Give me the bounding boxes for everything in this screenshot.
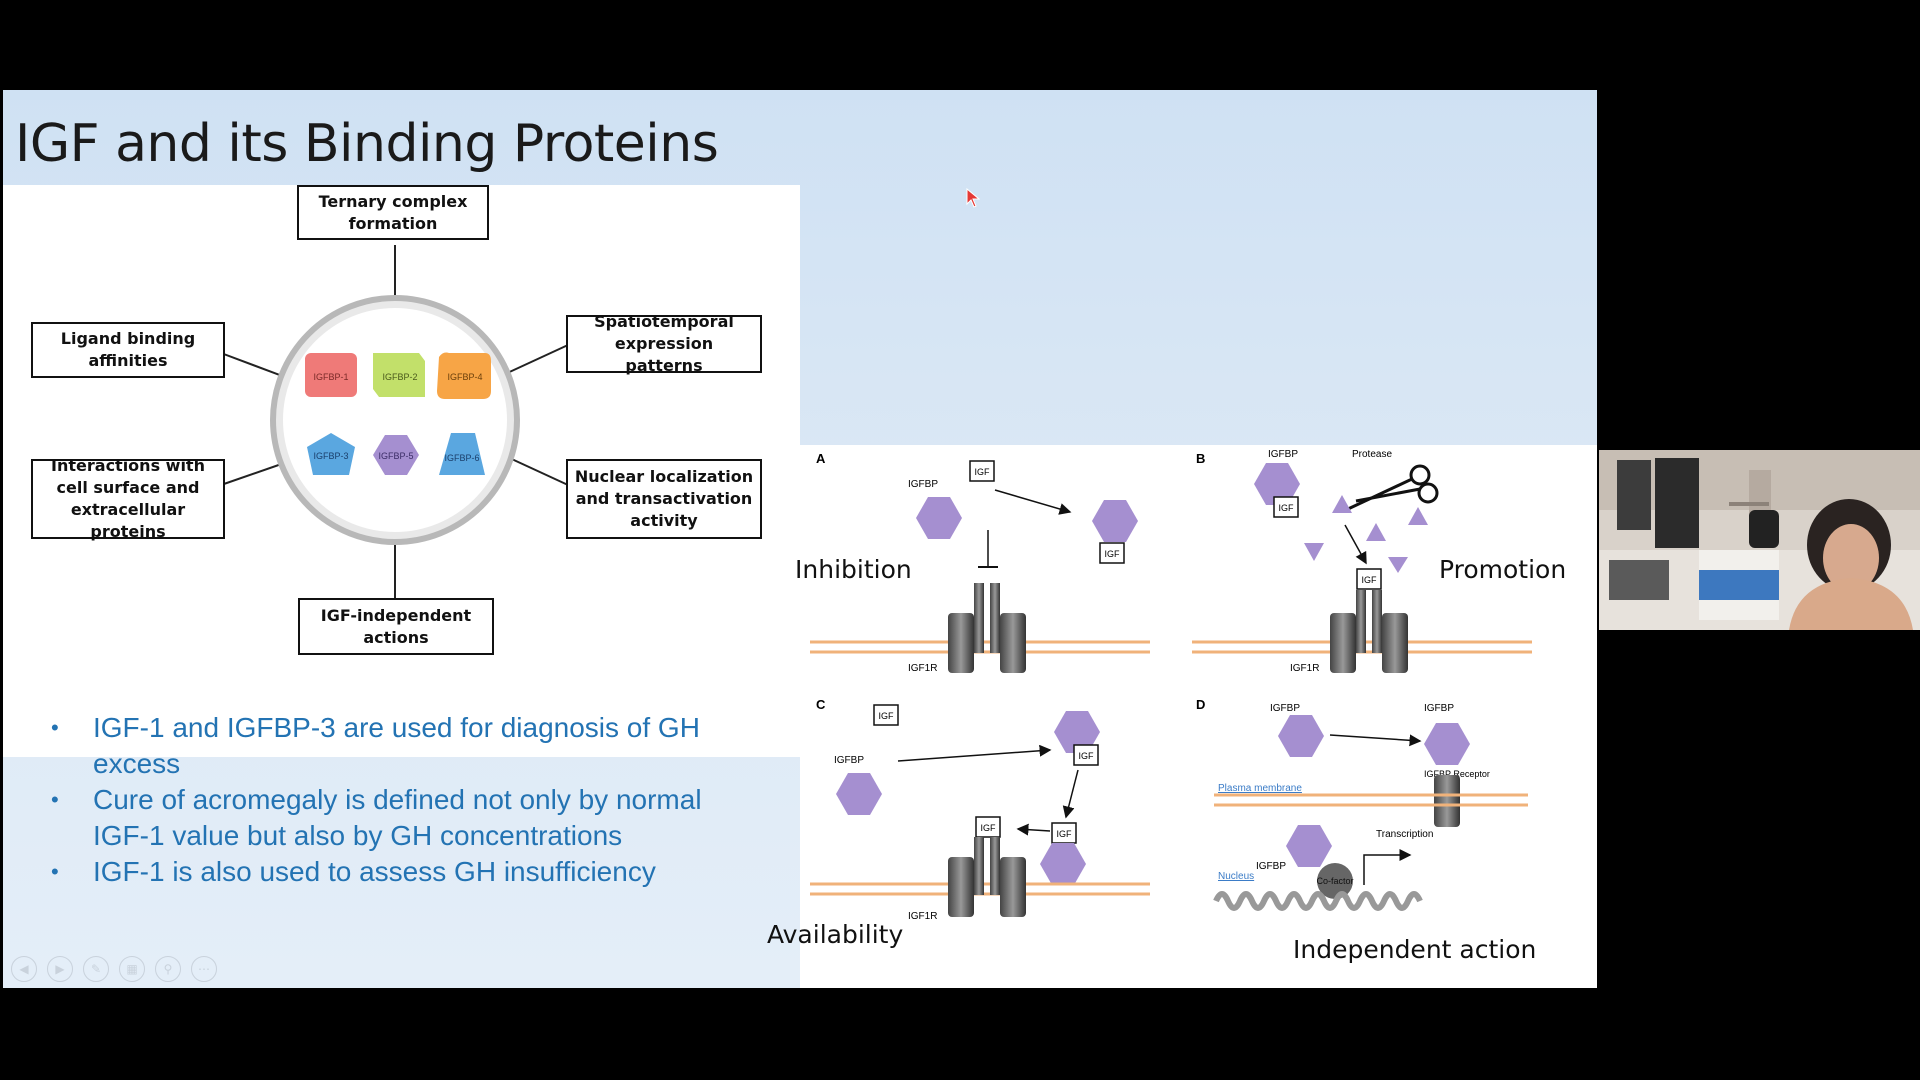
label-availability: Availability: [767, 920, 904, 949]
presentation-slide: IGF and its Binding Proteins IGFBP-1 IGF…: [3, 90, 1597, 988]
diagram-connectors: IGFBP-1 IGFBP-2 IGFBP-4 IGFBP-3 IGFBP-5 …: [220, 245, 569, 600]
svg-text:IGFBP-3: IGFBP-3: [313, 451, 348, 461]
igfbp-3-shape: IGFBP-3: [307, 433, 355, 475]
svg-text:IGFBP: IGFBP: [1270, 703, 1300, 714]
svg-text:Co-factor: Co-factor: [1316, 876, 1353, 886]
svg-text:IGF1R: IGF1R: [908, 911, 937, 922]
igfbp-4-shape: IGFBP-4: [437, 352, 491, 399]
svg-text:IGF1R: IGF1R: [1290, 663, 1319, 674]
igfbp-2-shape: IGFBP-2: [373, 353, 425, 397]
box-igf-independent: IGF-independent actions: [298, 598, 494, 655]
svg-text:D: D: [1196, 697, 1205, 712]
svg-text:Nucleus: Nucleus: [1218, 871, 1254, 882]
box-ligand-binding: Ligand binding affinities: [31, 322, 225, 378]
mouse-cursor-icon: [966, 188, 980, 208]
svg-text:IGFBP-1: IGFBP-1: [313, 372, 348, 382]
mechanism-figure: A IGFBP IGF IGF IGF1R B IGFBP IGF Prote: [800, 445, 1597, 988]
svg-text:IGFBP: IGFBP: [908, 479, 938, 490]
svg-text:IGFBP: IGFBP: [1256, 861, 1286, 872]
mechanism-diagrams: A IGFBP IGF IGF IGF1R B IGFBP IGF Prote: [810, 449, 1532, 922]
binding-protein-diagram: IGFBP-1 IGFBP-2 IGFBP-4 IGFBP-3 IGFBP-5 …: [3, 185, 800, 757]
bullet-item: IGF-1 and IGFBP-3 are used for diagnosis…: [51, 710, 751, 782]
svg-text:IGFBP Receptor: IGFBP Receptor: [1424, 769, 1490, 779]
label-promotion: Promotion: [1439, 555, 1567, 584]
slides-grid-icon[interactable]: ▦: [119, 956, 145, 982]
box-spatiotemporal: Spatiotemporal expression patterns: [566, 312, 762, 375]
slide-title: IGF and its Binding Proteins: [15, 114, 719, 174]
svg-text:IGF: IGF: [981, 823, 997, 833]
igfbp-6-shape: IGFBP-6: [439, 433, 485, 475]
svg-text:Protease: Protease: [1352, 449, 1392, 460]
box-ternary-complex: Ternary complex formation: [297, 185, 489, 240]
svg-text:B: B: [1196, 451, 1205, 466]
svg-text:A: A: [816, 451, 826, 466]
svg-text:Transcription: Transcription: [1376, 829, 1433, 840]
presenter-video: [1599, 450, 1920, 630]
slideshow-toolbar[interactable]: ◀ ▶ ✎ ▦ ⚲ ⋯: [11, 956, 217, 982]
igfbp-5-shape: IGFBP-5: [373, 435, 419, 475]
svg-text:IGFBP: IGFBP: [834, 755, 864, 766]
svg-text:IGFBP: IGFBP: [1268, 449, 1298, 460]
box-cell-surface-interactions: Interactions with cell surface and extra…: [31, 456, 225, 541]
svg-text:C: C: [816, 697, 826, 712]
svg-text:IGF: IGF: [1105, 549, 1121, 559]
presenter-video-feed: [1599, 450, 1920, 630]
bullet-item: IGF-1 is also used to assess GH insuffic…: [51, 854, 751, 890]
label-independent-action: Independent action: [1293, 935, 1537, 964]
label-inhibition: Inhibition: [795, 555, 912, 584]
svg-text:IGF: IGF: [1079, 751, 1095, 761]
svg-text:IGF: IGF: [879, 711, 895, 721]
previous-slide-icon[interactable]: ◀: [11, 956, 37, 982]
bullet-list: IGF-1 and IGFBP-3 are used for diagnosis…: [51, 710, 751, 890]
svg-text:IGF1R: IGF1R: [908, 663, 937, 674]
svg-text:IGFBP-5: IGFBP-5: [378, 451, 413, 461]
svg-text:Plasma membrane: Plasma membrane: [1218, 783, 1302, 794]
svg-text:IGFBP-4: IGFBP-4: [447, 372, 482, 382]
igfbp-1-shape: IGFBP-1: [305, 353, 357, 397]
box-nuclear-localization: Nuclear localization and transactivation…: [566, 459, 762, 539]
svg-text:IGF: IGF: [1057, 829, 1073, 839]
pen-icon[interactable]: ✎: [83, 956, 109, 982]
svg-text:IGFBP-2: IGFBP-2: [382, 372, 417, 382]
svg-text:IGFBP: IGFBP: [1424, 703, 1454, 714]
next-slide-icon[interactable]: ▶: [47, 956, 73, 982]
svg-text:IGF: IGF: [1279, 503, 1295, 513]
zoom-icon[interactable]: ⚲: [155, 956, 181, 982]
svg-text:IGF: IGF: [1362, 575, 1378, 585]
more-options-icon[interactable]: ⋯: [191, 956, 217, 982]
svg-text:IGF: IGF: [975, 467, 991, 477]
bullet-item: Cure of acromegaly is defined not only b…: [51, 782, 751, 854]
svg-text:IGFBP-6: IGFBP-6: [444, 453, 479, 463]
